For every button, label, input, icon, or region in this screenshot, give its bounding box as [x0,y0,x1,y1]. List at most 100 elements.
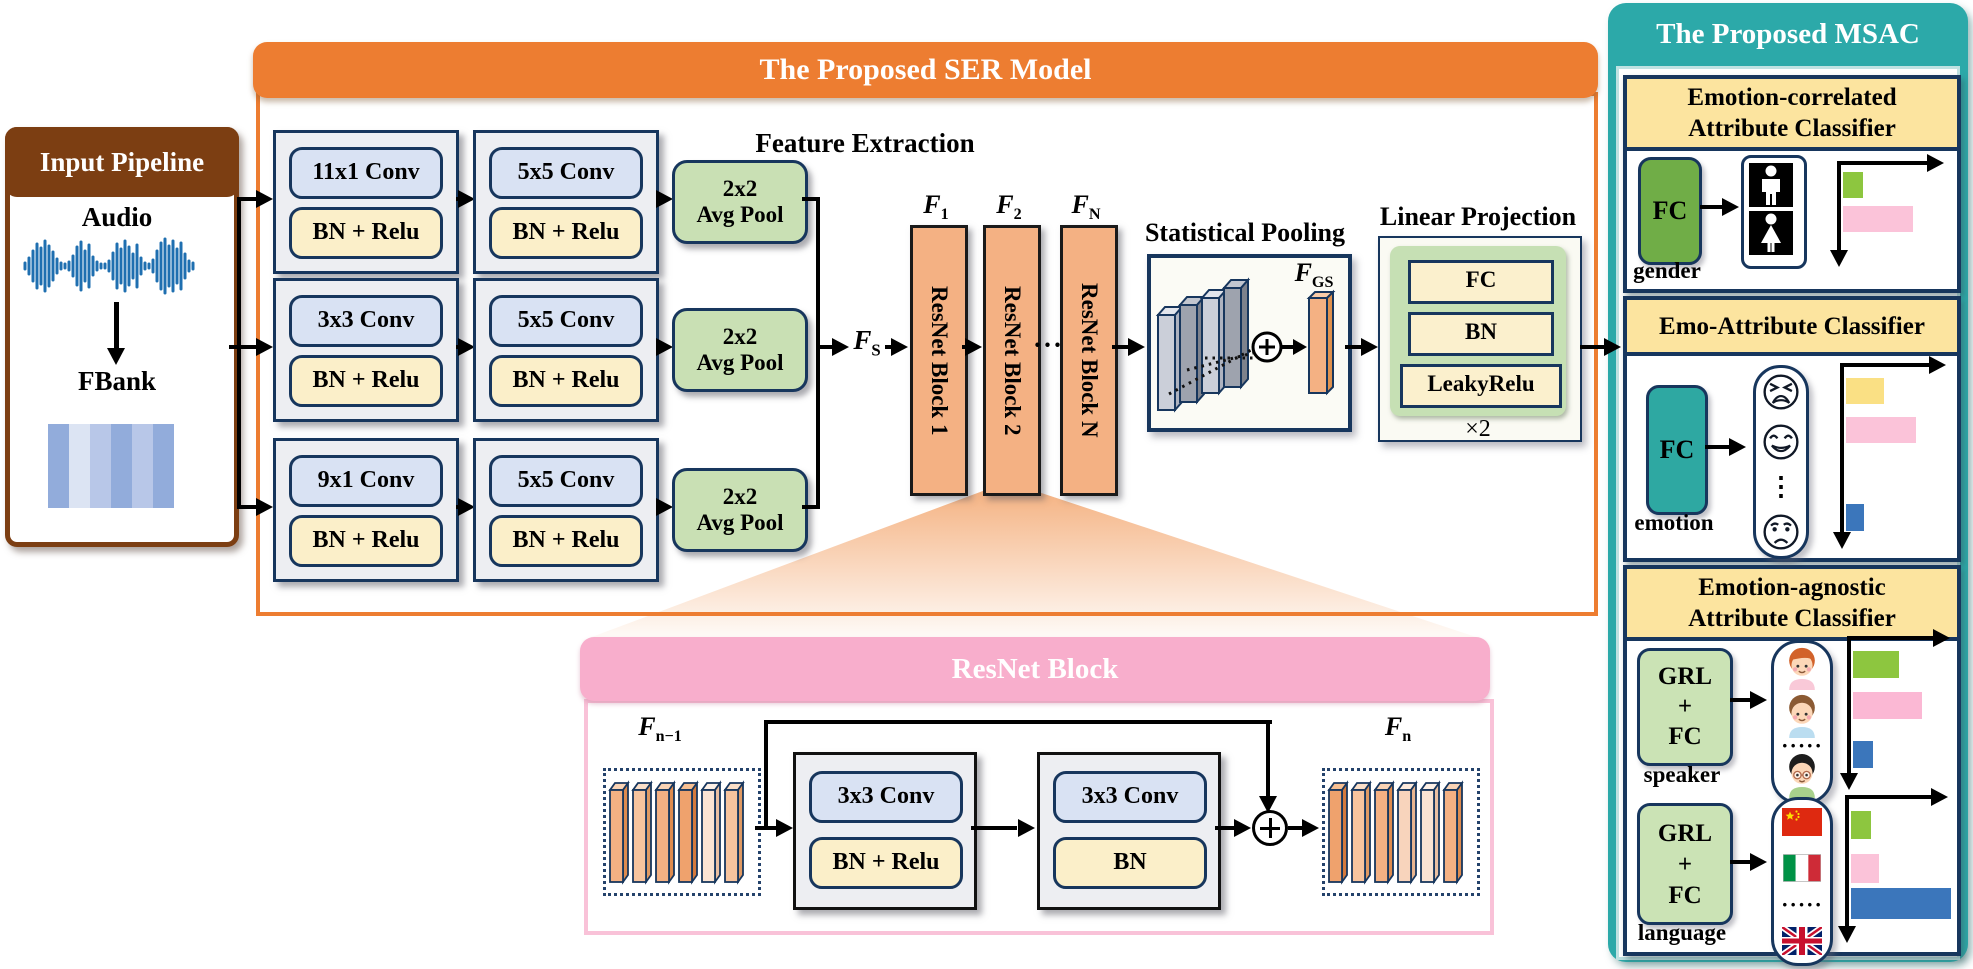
conv-layer: 3x3 Conv [809,771,963,823]
bn-relu-layer: BN + Relu [489,207,643,259]
axis-line [1847,636,1935,640]
header-line1: Emotion-agnostic [1698,574,1886,601]
f-sub: n [1402,728,1412,746]
conv-layer: 5x5 Conv [489,147,643,199]
flow-line [816,345,834,349]
gender-fc-box: FC [1638,157,1702,265]
flow-line [1580,345,1606,349]
axis-line [1840,363,1930,367]
speaker-2-icon [1789,694,1815,738]
language-grl-fc-box: GRL + FC [1637,803,1733,925]
f2-label: F2 [979,190,1039,224]
emotion-agnostic-header: Emotion-agnostic Attribute Classifier [1627,569,1957,641]
feature-bars-icon [1327,780,1464,885]
input-pipeline-header: Input Pipeline [5,127,239,197]
msac-title: The Proposed MSAC [1656,18,1920,50]
speaker-capsule: ····· [1771,640,1833,804]
resnet-conv-block-1: 3x3 Conv BN + Relu [793,752,977,910]
f-sub: 1 [940,206,949,224]
plus-label: + [1677,693,1693,720]
statistical-pooling-graphic [1155,277,1336,413]
fs-base: F [853,325,872,355]
f-base: F [923,190,941,219]
flow-arrowhead [1729,438,1746,456]
grl-label: GRL [1657,663,1713,690]
language-bar [1851,811,1871,839]
flow-line [237,197,259,201]
fn-label: FN [1056,190,1116,224]
flow-line [1730,860,1752,864]
resnet-detail-banner: ResNet Block [580,637,1490,701]
flow-line [1288,826,1304,830]
feature-stack-in [603,768,761,896]
capsule-dots: ····· [1781,891,1823,917]
language-bar [1851,888,1951,919]
f-base: F [1384,712,1403,741]
axis-line [1845,795,1849,927]
feature-stack-out [1322,768,1480,896]
pooling-dotted-lines [1168,347,1255,396]
flow-arrowhead [458,338,475,356]
flow-line [971,826,1017,830]
fgs-sub: GS [1311,274,1334,292]
flow-arrowhead [1722,198,1739,216]
statistical-pooling-title: Statistical Pooling [1144,218,1346,247]
bn-layer: BN [1053,837,1207,889]
feature-extraction-label: Feature Extraction [755,128,975,158]
f-base: F [996,190,1014,219]
flow-arrowhead [656,498,673,516]
grl-label: GRL [1657,819,1713,847]
happy-face-icon [1763,424,1799,460]
axis-arrowhead [1833,532,1851,549]
pool-type: Avg Pool [696,202,784,227]
skip-line [764,720,768,828]
resnet-conv-block-2: 3x3 Conv BN [1037,752,1221,910]
header-line1: Emo-Attribute Classifier [1659,312,1925,340]
bn-relu-layer: BN + Relu [489,355,643,407]
flow-line [802,505,820,509]
fc-layer: FC [1408,260,1554,304]
linear-projection-box: FC BN LeakyRelu ×2 [1378,236,1582,442]
conv-block: 5x5 Conv BN + Relu [473,438,659,582]
f1-label: F1 [906,190,966,224]
speaker-bar [1853,651,1899,678]
flow-arrowhead [891,338,908,356]
flow-line [237,197,241,509]
flow-arrowhead [256,498,273,516]
emotion-fc-box: FC [1646,385,1708,515]
leakyrelu-layer: LeakyRelu [1400,364,1562,408]
conv-block: 5x5 Conv BN + Relu [473,278,659,422]
fc-label: FC [1668,723,1702,750]
waveform-icon [23,237,195,295]
conv-layer: 9x1 Conv [289,455,443,507]
conv-layer: 5x5 Conv [489,295,643,347]
skip-line [1266,720,1270,802]
skip-line [764,720,1272,724]
speaker-1-icon [1789,647,1815,690]
gender-sign [1741,155,1807,269]
flow-line [1112,345,1130,349]
flow-line [1700,205,1724,209]
fs-label: FS [849,325,885,360]
plus-circle-icon [1252,810,1288,846]
flow-arrowhead [1750,691,1767,709]
input-pipeline-title: Input Pipeline [39,146,205,177]
flow-arrowhead [1259,796,1277,813]
conv-layer: 3x3 Conv [289,295,443,347]
emotion-label: emotion [1634,510,1714,535]
resnet-block-2: ResNet Block 2 [983,225,1041,496]
header-line2: Attribute Classifier [1688,115,1896,142]
conv-layer: 5x5 Conv [489,455,643,507]
uk-flag-icon [1782,926,1822,955]
repeat-label: ×2 [1465,416,1491,442]
f-base: F [1071,190,1089,219]
emo-attribute-header: Emo-Attribute Classifier [1627,300,1957,356]
vertical-dots: ⋮ [1768,472,1794,501]
conv-layer: 11x1 Conv [289,147,443,199]
axis-arrowhead [1933,629,1950,647]
flow-line [1705,445,1731,449]
axis-arrowhead [1931,788,1948,806]
conv-block: 5x5 Conv BN + Relu [473,130,659,274]
resnet-block-n: ResNet Block N [1060,225,1118,496]
